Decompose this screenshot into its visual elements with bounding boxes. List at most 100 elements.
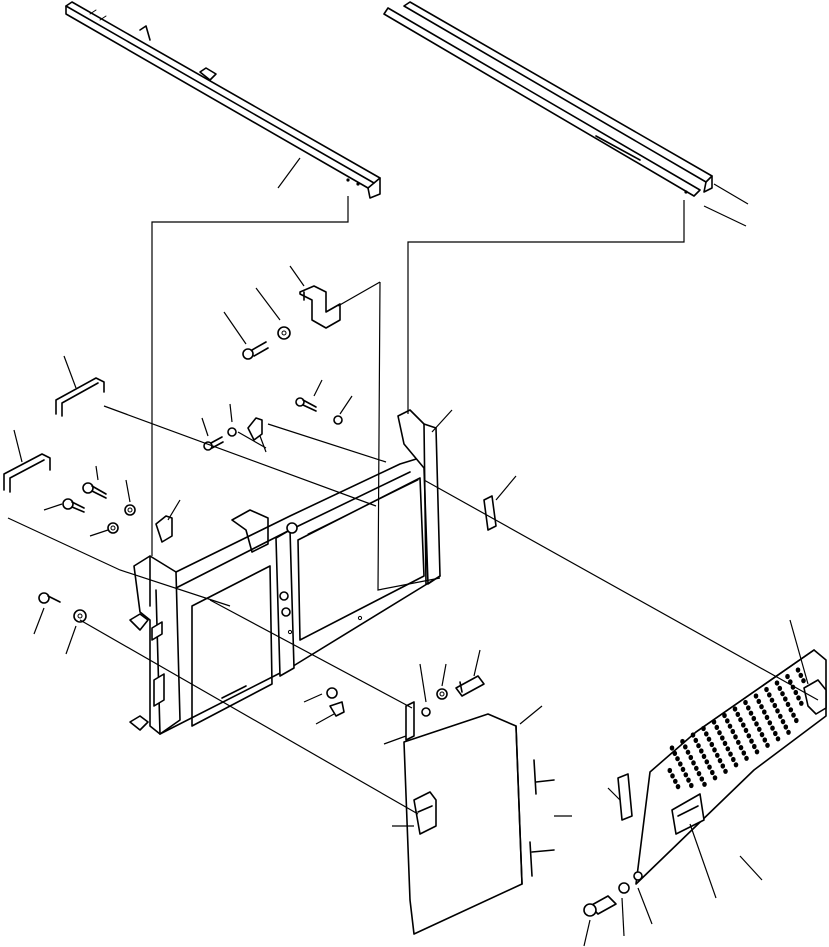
- perforation-hole: [699, 776, 705, 782]
- perforation-hole: [694, 765, 699, 771]
- bottom-bolt-set: [583, 871, 643, 917]
- perforation-hole: [775, 736, 781, 742]
- perforated-side-panel: [635, 649, 827, 885]
- perforation-hole: [683, 744, 688, 750]
- perforation-hole: [778, 713, 783, 719]
- perforation-hole: [722, 740, 728, 747]
- perforation-hole: [765, 742, 770, 748]
- perforation-hole: [669, 745, 675, 751]
- perforation-hole: [693, 737, 699, 744]
- perforation-hole: [785, 701, 791, 708]
- perforation-hole: [751, 715, 757, 722]
- perforation-hole: [704, 731, 709, 737]
- perforation-hole: [756, 698, 762, 705]
- perforation-hole: [794, 717, 799, 724]
- perforation-hole: [673, 778, 678, 784]
- perforation-hole: [717, 730, 722, 736]
- perforation-hole: [780, 691, 785, 697]
- perforation-hole: [788, 707, 794, 713]
- main-frame: [129, 409, 441, 735]
- bolt-upper: [242, 341, 269, 360]
- perforation-hole: [735, 711, 741, 718]
- top-left-rail: [65, 1, 381, 199]
- grab-handle-upper: [55, 377, 105, 417]
- perforation-hole: [736, 739, 741, 745]
- perforation-hole: [743, 699, 748, 706]
- perforation-hole: [783, 696, 788, 702]
- perforation-hole: [691, 760, 696, 766]
- perforation-hole: [791, 712, 796, 718]
- perforation-holes: [667, 667, 806, 790]
- perforation-hole: [748, 710, 754, 716]
- left-bolts: [62, 482, 136, 534]
- perforation-hole: [746, 705, 751, 711]
- perforation-hole: [801, 678, 806, 684]
- perforation-hole: [744, 755, 749, 761]
- perforation-hole: [670, 773, 675, 779]
- left-bolt-lower: [38, 592, 87, 623]
- perforation-hole: [796, 695, 801, 701]
- perforation-hole: [741, 722, 746, 728]
- perforation-hole: [775, 708, 780, 714]
- grab-handle-lower: [3, 453, 51, 493]
- perforation-hole: [795, 667, 801, 673]
- perforation-hole: [798, 672, 804, 679]
- perforation-hole: [762, 709, 767, 715]
- perforation-hole: [788, 679, 793, 685]
- perforation-hole: [689, 782, 694, 789]
- perforation-hole: [753, 693, 759, 699]
- perforation-hole: [690, 732, 696, 738]
- perforation-hole: [772, 702, 778, 709]
- perforation-hole: [786, 729, 791, 735]
- perforation-hole: [733, 734, 738, 740]
- perforation-hole: [785, 673, 790, 680]
- perforation-hole: [686, 777, 691, 783]
- perforation-hole: [711, 719, 717, 725]
- washer-upper: [277, 326, 291, 340]
- perforation-hole: [675, 756, 680, 762]
- left-side-door: [403, 713, 523, 935]
- perforation-hole: [696, 771, 702, 777]
- perforation-hole: [743, 727, 749, 734]
- perforation-hole: [769, 697, 775, 703]
- perforation-hole: [754, 749, 760, 755]
- perforation-hole: [722, 712, 727, 719]
- perforation-hole: [701, 725, 706, 732]
- small-strap-1: [483, 495, 497, 531]
- small-washer-1: [227, 427, 237, 437]
- perforation-hole: [773, 730, 778, 737]
- perforation-hole: [770, 725, 775, 731]
- perforation-hole: [701, 753, 707, 760]
- perforation-hole: [680, 738, 685, 745]
- door-hinge-strips: [529, 759, 555, 877]
- latch-hardware: [326, 675, 485, 741]
- perforation-hole: [723, 768, 728, 774]
- perforation-hole: [710, 769, 715, 776]
- perforation-hole: [675, 784, 681, 790]
- perforation-hole: [777, 685, 783, 692]
- assembly-lines: [7, 196, 819, 815]
- reference-leaders: [13, 157, 809, 947]
- perforation-hole: [702, 781, 707, 787]
- perforation-hole: [706, 736, 712, 742]
- perforation-hole: [764, 714, 770, 721]
- perforation-hole: [714, 724, 720, 731]
- small-bolt-2: [295, 397, 317, 412]
- perforation-hole: [683, 772, 689, 778]
- perforation-hole: [680, 766, 686, 773]
- perforation-hole: [699, 748, 704, 754]
- perforation-hole: [793, 689, 799, 696]
- perforation-hole: [754, 721, 759, 727]
- small-bracket-2: [155, 515, 173, 543]
- perforation-hole: [717, 758, 723, 764]
- perforation-hole: [774, 680, 780, 686]
- perforation-hole: [752, 743, 757, 750]
- perforation-hole: [720, 763, 726, 769]
- perforation-hole: [767, 692, 772, 698]
- perforation-hole: [732, 706, 738, 712]
- perforation-hole: [749, 738, 754, 744]
- perforation-hole: [704, 759, 710, 765]
- top-right-rail: [383, 1, 713, 197]
- perforation-hole: [738, 717, 743, 723]
